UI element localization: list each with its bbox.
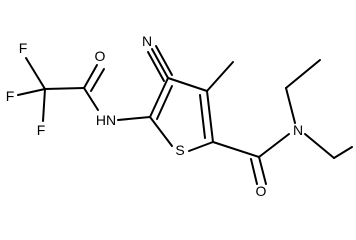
atom-label-acyl-o: O xyxy=(95,48,106,64)
bond-ring-s-c2 xyxy=(188,141,214,152)
bond-nh-carbonyl xyxy=(83,87,99,111)
bond-methyl xyxy=(206,61,234,92)
atom-label-f3: F xyxy=(37,122,46,138)
atom-label-amide-n: N xyxy=(293,122,303,138)
bond-ring-c5-s xyxy=(149,116,173,147)
bond-carbonyl-o xyxy=(258,156,267,185)
atom-label-f1: F xyxy=(19,40,28,56)
bond-ring-c4-c5 xyxy=(149,77,169,118)
bond-ring-c3-c2-inner xyxy=(199,94,206,139)
bond-c2-carbonyl xyxy=(212,141,260,158)
bonds xyxy=(17,45,353,185)
bond-acyl-o-double xyxy=(90,68,105,92)
bond-n-ethyl-2b xyxy=(333,146,353,159)
bond-ring-c3-c2 xyxy=(206,90,214,143)
bond-ring-c4-c3 xyxy=(167,77,208,92)
bond-n-ethyl-1b xyxy=(285,59,321,89)
atom-label-nh: HN xyxy=(96,112,116,128)
atom-labels: N O F F F HN S O N xyxy=(6,33,303,198)
atom-label-amide-o: O xyxy=(256,183,267,198)
atom-label-nitrile-n: N xyxy=(142,33,152,49)
bond-cf3-f1 xyxy=(25,57,46,90)
bond-c5-nh xyxy=(117,116,151,121)
atom-label-sulfur: S xyxy=(175,142,184,158)
bond-n-ethyl-2a xyxy=(304,133,335,159)
bond-ring-c4-c5-inner xyxy=(156,85,173,120)
structure-diagram: N O F F F HN S O N xyxy=(6,33,353,198)
atom-label-f2: F xyxy=(6,88,15,104)
bond-acyl-o xyxy=(83,64,98,89)
bond-nitrile-3 xyxy=(155,45,173,76)
bond-acyl-cf3 xyxy=(44,87,85,90)
bond-carbonyl-o-double xyxy=(250,158,258,185)
bond-cf3-f2 xyxy=(17,88,46,96)
bond-cf3-f3 xyxy=(42,88,46,122)
bond-n-ethyl-1a xyxy=(285,87,296,124)
bond-carbonyl-n xyxy=(258,133,290,158)
bond-nitrile-1 xyxy=(151,48,169,79)
bond-nitrile-2 xyxy=(147,51,165,82)
